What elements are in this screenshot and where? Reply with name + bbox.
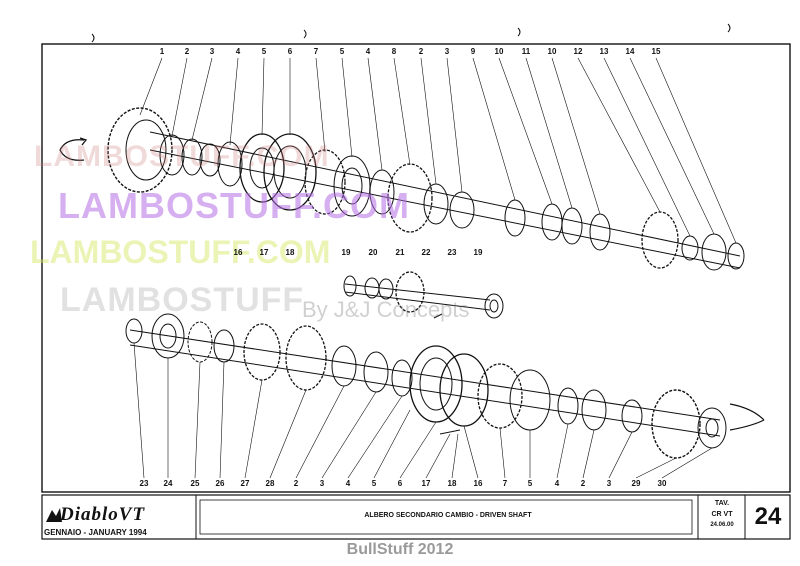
callout-30: 30 (657, 479, 667, 488)
drawing-frame (41, 43, 791, 493)
callout-2: 2 (580, 479, 586, 488)
callout-10: 10 (494, 47, 504, 56)
plate-number: 24 (754, 503, 782, 530)
callout-18: 18 (285, 248, 295, 257)
callout-6: 6 (397, 479, 403, 488)
callout-2: 2 (418, 47, 424, 56)
callout-22: 22 (421, 248, 431, 257)
callout-28: 28 (265, 479, 275, 488)
callout-9: 9 (470, 47, 476, 56)
callout-15: 15 (651, 47, 661, 56)
callout-8: 8 (391, 47, 397, 56)
bevel-gear-29 (651, 389, 701, 459)
callout-3: 3 (444, 47, 450, 56)
callout-19: 19 (473, 248, 483, 257)
callout-12: 12 (573, 47, 583, 56)
gear-lower-7 (477, 363, 523, 429)
callout-25: 25 (190, 479, 200, 488)
callout-3: 3 (209, 47, 215, 56)
drawing-title: ALBERO SECONDARIO CAMBIO - DRIVEN SHAFT (364, 512, 532, 519)
callout-4: 4 (365, 47, 371, 56)
callout-11: 11 (521, 47, 531, 56)
callout-10: 10 (547, 47, 557, 56)
callout-5: 5 (371, 479, 377, 488)
gear-upper-8 (387, 163, 433, 233)
callout-26: 26 (215, 479, 225, 488)
callout-23: 23 (447, 248, 457, 257)
callout-24: 24 (163, 479, 173, 488)
callout-2: 2 (293, 479, 299, 488)
callout-27: 27 (240, 479, 250, 488)
model-logo-text: DiabloVT (60, 504, 146, 525)
tav-label: TAV. (714, 500, 730, 507)
title-block-frame (41, 494, 791, 540)
middle-assembly (343, 271, 504, 319)
callout-20: 20 (368, 248, 378, 257)
callout-18: 18 (447, 479, 457, 488)
tav-number: 24.06.00 (710, 522, 734, 528)
synchro-hub-2 (439, 353, 489, 427)
callout-16: 16 (473, 479, 483, 488)
callout-6: 6 (287, 47, 293, 56)
bevel-pinion-gear (107, 107, 173, 193)
lamborghini-bull-logo (46, 508, 62, 522)
callout-5: 5 (261, 47, 267, 56)
gear-middle-21 (395, 271, 425, 313)
tav-code: CR VT (711, 511, 733, 518)
gear-upper-13 (641, 211, 679, 269)
callout-4: 4 (345, 479, 351, 488)
callout-5: 5 (527, 479, 533, 488)
callout-19: 19 (341, 248, 351, 257)
upper-shaft-assembly (59, 107, 745, 271)
callout-4: 4 (554, 479, 560, 488)
callout-4: 4 (235, 47, 241, 56)
callout-2: 2 (184, 47, 190, 56)
synchro-hub-1 (239, 133, 285, 203)
date-label: GENNAIO - JANUARY 1994 (44, 528, 147, 537)
callout-16: 16 (233, 248, 243, 257)
footer-credit: BullStuff 2012 (346, 541, 454, 558)
callout-1: 1 (159, 47, 165, 56)
callout-3: 3 (606, 479, 612, 488)
callout-21: 21 (395, 248, 405, 257)
callout-14: 14 (625, 47, 635, 56)
callout-3: 3 (319, 479, 325, 488)
callout-7: 7 (502, 479, 508, 488)
callout-13: 13 (599, 47, 609, 56)
callout-23: 23 (139, 479, 149, 488)
callout-7: 7 (313, 47, 319, 56)
callout-17: 17 (421, 479, 431, 488)
callout-5: 5 (339, 47, 345, 56)
callout-17: 17 (259, 248, 269, 257)
gear-lower-28 (285, 325, 327, 391)
leader-lines (133, 57, 737, 479)
callout-29: 29 (631, 479, 641, 488)
